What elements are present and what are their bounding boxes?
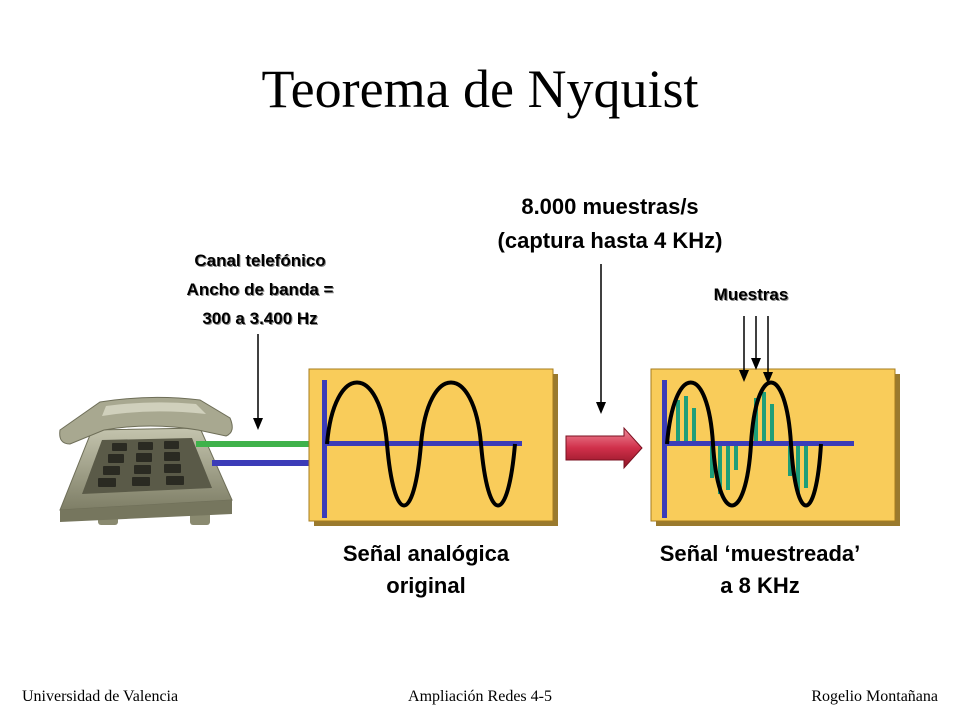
analog-signal-caption: Señal analógica original [286,538,566,602]
analog-signal-panel [308,368,558,526]
sample-pointer-arrows [739,316,773,384]
channel-line2: Ancho de banda = [186,280,334,299]
analog-caption-line2: original [386,573,466,598]
sampling-rate-label: 8.000 muestras/s (captura hasta 4 KHz) [440,190,780,258]
sampling-rate-line1: 8.000 muestras/s [521,194,699,219]
analog-wave [325,380,517,508]
sampled-caption-line2: a 8 KHz [720,573,800,598]
analog-caption-line1: Señal analógica [342,541,510,566]
footer-course: Ampliación Redes 4-5 [408,688,552,705]
sampled-signal-caption: Señal ‘muestreada’ a 8 KHz [620,538,900,602]
samples-label: Muestras [713,285,789,304]
channel-bandwidth-label: Canal telefónico Ancho de banda = 300 a … [120,246,400,333]
sampled-wave [665,380,823,508]
sampling-pointer-arrow [596,264,606,414]
transfer-arrow [565,426,643,470]
footer-university: Universidad de Valencia [22,688,179,705]
sampling-rate-line2: (captura hasta 4 KHz) [497,228,723,253]
sampled-signal-panel [650,368,900,526]
slide-title: Teorema de Nyquist [261,59,699,119]
channel-line3: 300 a 3.400 Hz [202,309,318,328]
footer-author: Rogelio Montañana [811,688,938,705]
phone-wires [196,441,312,466]
channel-line1: Canal telefónico [194,251,326,270]
telephone-icon [59,396,233,525]
channel-pointer-arrow [253,334,263,430]
sampled-caption-line1: Señal ‘muestreada’ [659,541,861,566]
